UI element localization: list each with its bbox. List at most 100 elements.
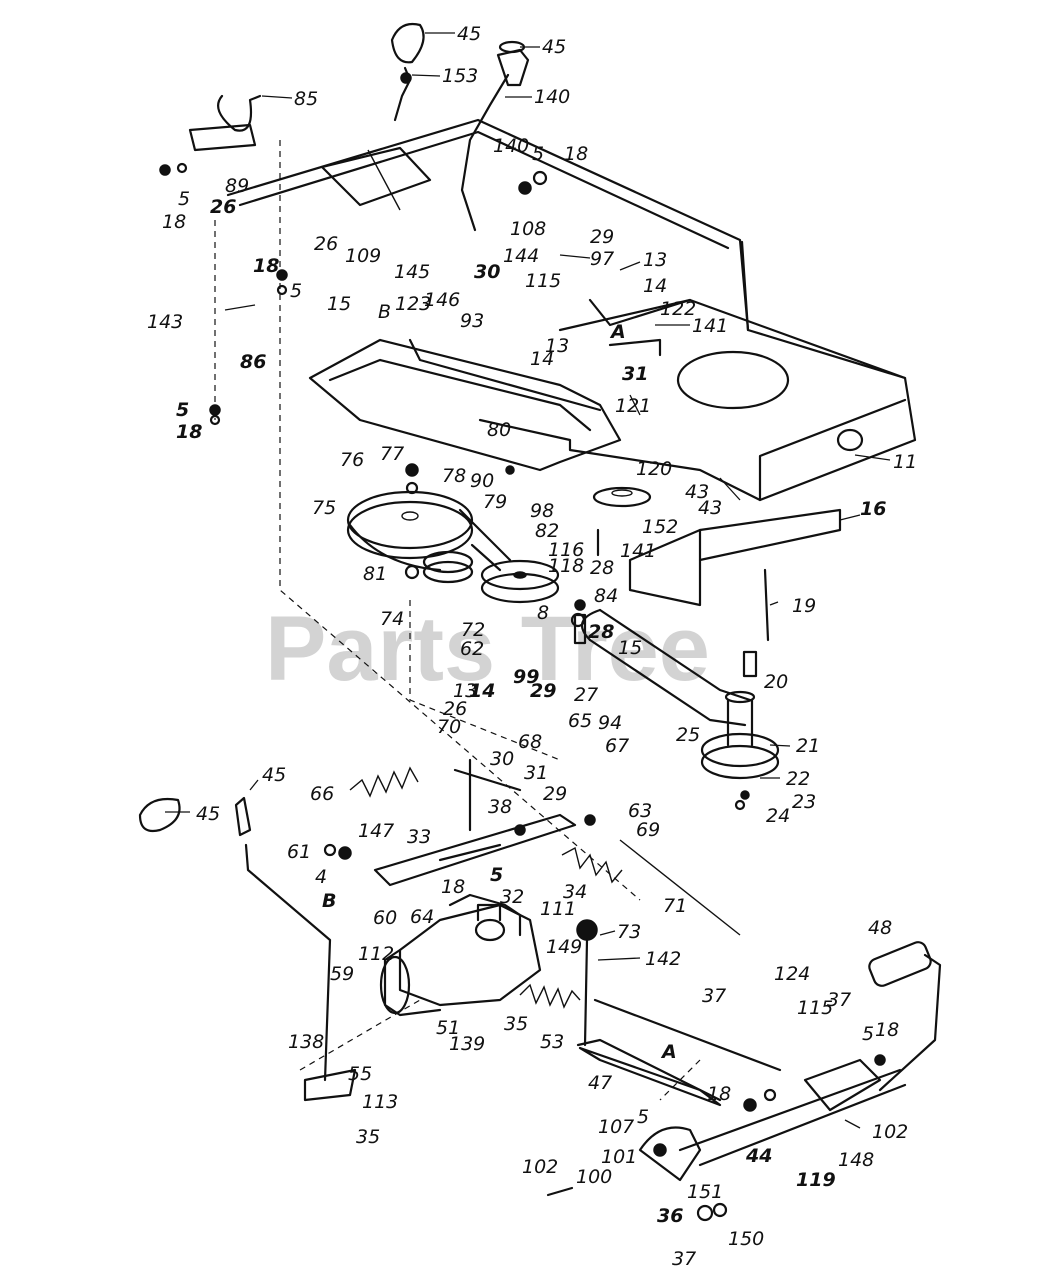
callout-26b: 26 xyxy=(314,233,338,255)
callout-43b: 43 xyxy=(698,497,722,519)
callout-43a: 43 xyxy=(685,481,709,503)
callout-115a: 115 xyxy=(525,270,561,292)
callout-82: 82 xyxy=(535,520,559,542)
callout-B2: B xyxy=(322,890,336,912)
callout-72: 72 xyxy=(461,619,485,641)
callout-29b: 29 xyxy=(530,680,556,702)
callout-99: 99 xyxy=(513,666,539,688)
steering-handle-140 xyxy=(460,40,530,232)
callout-33: 33 xyxy=(407,826,431,848)
callout-119: 119 xyxy=(796,1169,836,1191)
lever-33 xyxy=(373,813,577,887)
callout-71: 71 xyxy=(663,895,687,917)
callout-B1: B xyxy=(378,301,391,323)
hardware xyxy=(159,162,886,1222)
callout-18d: 18 xyxy=(176,421,202,443)
callout-29a: 29 xyxy=(590,226,614,248)
pulley-78 xyxy=(422,550,474,584)
lever-30 xyxy=(453,758,522,832)
callout-112: 112 xyxy=(358,943,394,965)
callout-140b: 140 xyxy=(493,135,529,157)
callout-29c: 29 xyxy=(543,783,567,805)
callout-25: 25 xyxy=(676,724,700,746)
callout-147: 147 xyxy=(358,820,394,842)
callout-84: 84 xyxy=(594,585,618,607)
leader-lines xyxy=(165,32,891,1129)
callout-142: 142 xyxy=(645,948,681,970)
callout-11: 11 xyxy=(893,451,917,473)
callout-32: 32 xyxy=(500,886,524,908)
callout-64: 64 xyxy=(410,906,434,928)
callout-59: 59 xyxy=(330,963,354,985)
callout-78: 78 xyxy=(442,465,466,487)
callout-102b: 102 xyxy=(522,1156,558,1178)
callout-149: 149 xyxy=(546,936,582,958)
callout-111: 111 xyxy=(540,898,576,920)
callout-4: 4 xyxy=(315,866,327,888)
callout-79: 79 xyxy=(483,491,507,513)
callout-94: 94 xyxy=(598,712,622,734)
callout-18b: 18 xyxy=(162,211,186,233)
callout-8: 8 xyxy=(537,602,549,624)
spring-66 xyxy=(349,766,419,798)
link-124 xyxy=(593,998,782,1072)
callout-28a: 28 xyxy=(590,557,614,579)
lever-142 xyxy=(576,919,722,1102)
callout-30b: 30 xyxy=(490,748,514,770)
callout-24: 24 xyxy=(766,805,790,827)
belt-79 xyxy=(348,508,512,572)
callout-60: 60 xyxy=(373,907,397,929)
callout-18f: 18 xyxy=(875,1019,899,1041)
callout-14b: 14 xyxy=(530,348,554,370)
rod-71 xyxy=(619,839,741,936)
callout-14a: 14 xyxy=(643,275,667,297)
callout-55: 55 xyxy=(348,1063,372,1085)
callout-53: 53 xyxy=(540,1031,564,1053)
callout-141a: 141 xyxy=(692,315,728,337)
callout-77: 77 xyxy=(380,443,404,465)
callout-150: 150 xyxy=(728,1228,764,1250)
callout-13a: 13 xyxy=(643,249,667,271)
callout-47: 47 xyxy=(588,1072,612,1094)
callout-74: 74 xyxy=(380,608,404,630)
callout-18g: 18 xyxy=(707,1083,731,1105)
callout-37b: 37 xyxy=(827,989,851,1011)
callout-69: 69 xyxy=(636,819,660,841)
callout-13c: 13 xyxy=(453,680,477,702)
callout-31b: 31 xyxy=(524,762,548,784)
callout-51: 51 xyxy=(436,1017,460,1039)
callout-153: 153 xyxy=(442,65,478,87)
callout-15b: 15 xyxy=(618,637,642,659)
callout-45-left2: 45 xyxy=(196,803,220,825)
pedal-48 xyxy=(868,941,942,1092)
callout-86: 86 xyxy=(240,351,266,373)
spring-34 xyxy=(561,846,623,884)
callout-38: 38 xyxy=(488,796,512,818)
callout-122: 122 xyxy=(660,298,696,320)
callout-61: 61 xyxy=(287,841,311,863)
callout-141b: 141 xyxy=(620,540,656,562)
callout-16: 16 xyxy=(860,498,886,520)
callout-70: 70 xyxy=(437,716,461,738)
callout-48: 48 xyxy=(868,917,892,939)
callout-A1: A xyxy=(609,321,626,343)
callout-101: 101 xyxy=(601,1146,637,1168)
callout-62: 62 xyxy=(460,638,484,660)
callout-151: 151 xyxy=(687,1181,723,1203)
callout-148: 148 xyxy=(838,1149,874,1171)
callout-116: 116 xyxy=(548,539,584,561)
callout-27: 27 xyxy=(574,684,598,706)
callout-35a: 35 xyxy=(504,1013,528,1035)
callout-97: 97 xyxy=(590,248,614,270)
callout-5g: 5 xyxy=(637,1106,649,1128)
bracket-16 xyxy=(628,508,842,678)
callout-67: 67 xyxy=(605,735,629,757)
callout-98: 98 xyxy=(530,500,554,522)
callout-143: 143 xyxy=(147,311,183,333)
callout-76: 76 xyxy=(340,449,364,471)
callout-144: 144 xyxy=(503,245,539,267)
callout-30a: 30 xyxy=(474,261,500,283)
callout-28b: 28 xyxy=(588,621,614,643)
callout-23: 23 xyxy=(792,791,816,813)
callouts: 45 153 45 140 85 140 5 18 18 5 89 26 26 … xyxy=(147,23,917,1270)
